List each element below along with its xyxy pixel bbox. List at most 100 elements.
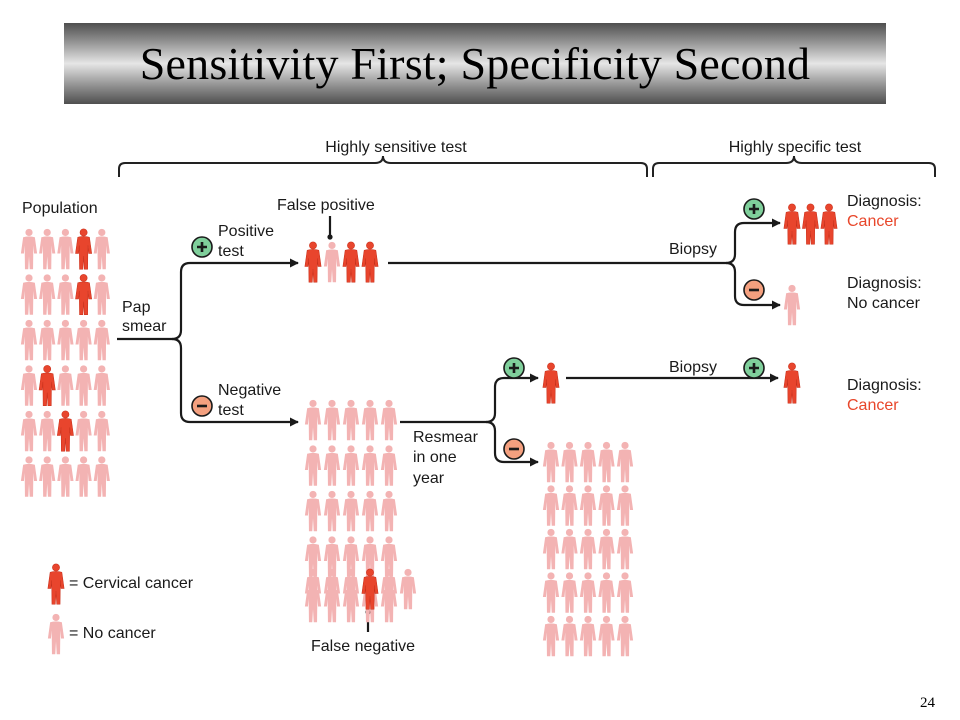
person-icon-no-cancer bbox=[342, 399, 360, 441]
person-icon-cancer bbox=[783, 203, 801, 245]
slide-title: Sensitivity First; Specificity Second bbox=[139, 38, 811, 89]
positive-branch-arrow bbox=[171, 258, 299, 341]
diagnosis-1-result: Cancer bbox=[847, 213, 899, 230]
resmear-negative-arrow bbox=[485, 420, 539, 467]
person-icon-cancer bbox=[542, 362, 560, 404]
person-icon-no-cancer bbox=[304, 399, 322, 441]
person-icon-no-cancer bbox=[616, 615, 634, 657]
pap-smear-label-line2: smear bbox=[122, 318, 167, 335]
plus-circle-icon bbox=[503, 357, 525, 379]
person-icon-no-cancer bbox=[323, 241, 341, 283]
diagnosis-1-heading: Diagnosis: bbox=[847, 193, 922, 210]
person-icon-no-cancer bbox=[361, 399, 379, 441]
person-icon-cancer bbox=[38, 364, 56, 407]
title-bar: Sensitivity First; Specificity Second bbox=[64, 23, 886, 104]
person-icon-no-cancer bbox=[579, 572, 597, 613]
person-icon-no-cancer bbox=[342, 490, 360, 532]
person-icon-no-cancer bbox=[20, 319, 38, 361]
person-icon-no-cancer bbox=[304, 490, 322, 532]
person-icon-no-cancer bbox=[323, 445, 341, 486]
person-icon-no-cancer bbox=[93, 319, 110, 361]
person-icon-no-cancer bbox=[579, 528, 597, 570]
positive-test-label-line2: test bbox=[218, 243, 244, 260]
person-icon-no-cancer bbox=[616, 572, 634, 613]
person-icon-no-cancer bbox=[39, 410, 56, 452]
person-icon-no-cancer bbox=[616, 485, 634, 526]
diagnosis-cancer-group bbox=[783, 203, 838, 245]
person-icon-no-cancer bbox=[380, 490, 398, 532]
person-icon-no-cancer bbox=[323, 490, 341, 532]
person-icon-no-cancer bbox=[93, 274, 110, 315]
person-icon-cancer bbox=[75, 273, 93, 316]
person-icon-no-cancer bbox=[20, 456, 38, 497]
person-icon-cancer bbox=[783, 362, 801, 404]
person-icon-cancer bbox=[56, 410, 74, 452]
person-icon-no-cancer bbox=[20, 410, 38, 452]
person-icon-no-cancer bbox=[57, 365, 74, 406]
person-icon-no-cancer bbox=[579, 615, 597, 657]
minus-circle-icon bbox=[191, 395, 213, 417]
sensitive-test-label: Highly sensitive test bbox=[325, 139, 467, 156]
resmear-label-line2: in one bbox=[413, 449, 457, 466]
false-negative-label: False negative bbox=[311, 638, 415, 655]
legend-icons bbox=[47, 563, 65, 655]
person-icon-no-cancer bbox=[542, 615, 560, 657]
diagnosis-2-heading: Diagnosis: bbox=[847, 275, 922, 292]
negative-test-label-line2: test bbox=[218, 402, 244, 419]
page-number: 24 bbox=[920, 695, 935, 711]
person-icon-no-cancer bbox=[561, 572, 578, 613]
person-icon-cancer bbox=[361, 241, 379, 283]
diagnosis-no-cancer-group bbox=[783, 284, 801, 326]
person-icon-no-cancer bbox=[93, 410, 110, 452]
person-icon-no-cancer bbox=[361, 490, 379, 532]
specific-test-label: Highly specific test bbox=[729, 139, 862, 156]
person-icon-no-cancer bbox=[57, 274, 74, 315]
person-icon-no-cancer bbox=[361, 445, 379, 486]
person-icon-cancer bbox=[342, 241, 360, 283]
diagnosis-2-result: No cancer bbox=[847, 295, 921, 312]
person-icon-no-cancer bbox=[75, 319, 92, 361]
person-icon-no-cancer bbox=[39, 456, 56, 497]
population-label: Population bbox=[22, 200, 98, 217]
biopsy-label-bottom: Biopsy bbox=[669, 359, 717, 376]
positive-test-group bbox=[304, 241, 379, 283]
person-icon-no-cancer bbox=[561, 615, 578, 657]
person-icon-no-cancer bbox=[598, 441, 615, 483]
person-icon-no-cancer bbox=[57, 228, 74, 270]
person-icon-cancer bbox=[820, 203, 838, 245]
person-icon-no-cancer bbox=[20, 228, 38, 270]
person-icon-no-cancer bbox=[47, 613, 65, 655]
person-icon-no-cancer bbox=[304, 445, 322, 486]
person-icon-no-cancer bbox=[57, 456, 74, 497]
person-icon-no-cancer bbox=[616, 528, 634, 570]
person-icon-no-cancer bbox=[57, 319, 74, 361]
biopsy-label-top: Biopsy bbox=[669, 241, 717, 258]
sensitive-test-bracket bbox=[118, 155, 648, 177]
biopsy-positive-arrow bbox=[725, 218, 781, 265]
person-icon-no-cancer bbox=[561, 441, 578, 483]
person-icon-no-cancer bbox=[542, 528, 560, 570]
person-icon-no-cancer bbox=[75, 410, 92, 452]
resmear-positive-arrow bbox=[485, 373, 539, 424]
person-icon-no-cancer bbox=[39, 228, 56, 270]
person-icon-cancer bbox=[47, 563, 65, 605]
person-icon-no-cancer bbox=[39, 274, 56, 315]
negative-test-group bbox=[304, 399, 417, 623]
minus-circle-icon bbox=[743, 279, 765, 301]
legend-cancer-label: = Cervical cancer bbox=[69, 575, 194, 592]
resmear-positive-group bbox=[542, 362, 560, 404]
negative-branch-arrow bbox=[171, 337, 299, 427]
diagnosis-3-heading: Diagnosis: bbox=[847, 377, 922, 394]
person-icon-no-cancer bbox=[561, 528, 578, 570]
negative-test-label-line1: Negative bbox=[218, 382, 281, 399]
plus-circle-icon bbox=[191, 236, 213, 258]
person-icon-no-cancer bbox=[598, 615, 615, 657]
plus-circle-icon bbox=[743, 357, 765, 379]
person-icon-no-cancer bbox=[93, 228, 110, 270]
person-icon-no-cancer bbox=[579, 441, 597, 483]
pap-smear-label-line1: Pap bbox=[122, 299, 151, 316]
person-icon-no-cancer bbox=[561, 485, 578, 526]
person-icon-no-cancer bbox=[399, 568, 417, 610]
biopsy-negative-arrow bbox=[725, 261, 781, 310]
